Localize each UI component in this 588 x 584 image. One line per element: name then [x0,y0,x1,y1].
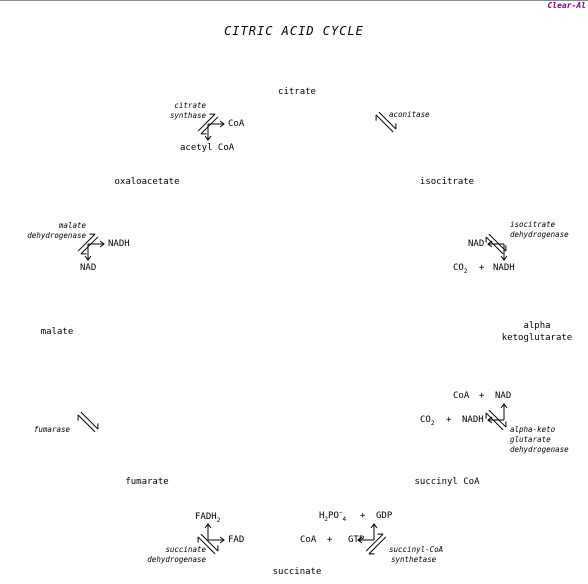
brand-watermark: Clear-Al [547,1,586,10]
top-border [0,0,588,1]
coa-succinyl-label: CoA [300,535,317,545]
succinyl-coa-label: succinyl CoA [414,477,480,487]
plus-isocitrate-label: + [479,263,485,273]
alpha-ketoglutarate-label-line2: ketoglutarate [501,333,573,343]
oxaloacetate-label: oxaloacetate [114,177,180,187]
succinate-dehydrogenase-label-line1: succinate [165,545,206,554]
malate-label: malate [40,327,74,337]
fadh2-label: FADH2 [195,512,221,524]
nad-isocitrate-label: NAD [468,239,485,249]
citrate-synthase-label-line2: synthase [169,111,206,120]
akg-dehydrogenase-label-line3: dehydrogenase [510,445,569,454]
coa-nad-in-arrow [500,403,508,421]
co2-isocitrate-label: CO2 [453,263,468,275]
succinate-dehydrogenase-label-line2: dehydrogenase [147,555,206,564]
gtp-label: GTP [348,535,365,545]
gtp-out-arrow [357,536,375,544]
aconitase-arrow [372,108,400,136]
co2-akg-label: CO2 [420,415,435,427]
succinyl-coa-synthetase-arrow [362,530,390,558]
isocitrate-dehydrogenase-label-line2: dehydrogenase [510,230,569,239]
alpha-ketoglutarate-label-line1: alpha [523,321,551,331]
plus-h2po4-label: + [360,511,366,521]
coa-released-label: CoA [228,119,245,129]
nad-in-arrow-2 [84,243,92,261]
nadh-out-arrow [87,240,105,248]
isocitrate-dehydrogenase-label-line1: isocitrate [510,220,556,229]
akg-dehydrogenase-label-line2: glutarate [510,435,551,444]
diagram-title: CITRIC ACID CYCLE [224,24,364,38]
plus-succinyl-label: + [327,535,333,545]
malate-dehydrogenase-label-line1: malate [58,221,86,230]
succinyl-coa-synthetase-label-line1: succinyl-CoA [389,545,444,554]
citrate-label: citrate [278,87,316,97]
succinate-label: succinate [272,567,322,577]
citrate-synthase-label-line1: citrate [174,101,206,110]
malate-dehydrogenase-label-line2: dehydrogenase [27,231,86,240]
fad-in-arrow [207,536,225,544]
acetyl-coa-in-arrow [204,123,212,141]
fad-label: FAD [228,535,245,545]
h2po4-label: H2PO−4 [319,509,347,523]
coa-akg-label: CoA [453,391,470,401]
gdp-in-arrow [370,523,378,541]
acetyl-coa-label: acetyl CoA [180,143,235,153]
fumarase-label: fumarase [33,425,70,434]
nad-malate-label: NAD [80,263,97,273]
plus-akg-top-label: + [479,391,485,401]
nadh-akg-label: NADH [462,415,484,425]
nadh-malate-label: NADH [108,239,130,249]
nadh-isocitrate-label: NADH [493,263,515,273]
plus-akg-bottom-label: + [446,415,452,425]
gdp-label: GDP [376,511,393,521]
akg-dehydrogenase-label-line1: alpha-keto [510,425,556,434]
succinyl-coa-synthetase-label-line2: synthetase [391,555,437,564]
coa-out-arrow [207,120,225,128]
aconitase-label: aconitase [389,110,430,119]
isocitrate-label: isocitrate [419,177,475,187]
nad-akg-label: NAD [495,391,512,401]
fadh2-out-arrow [204,523,212,541]
fumarate-label: fumarate [125,477,169,487]
fumarase-arrow [74,408,102,436]
